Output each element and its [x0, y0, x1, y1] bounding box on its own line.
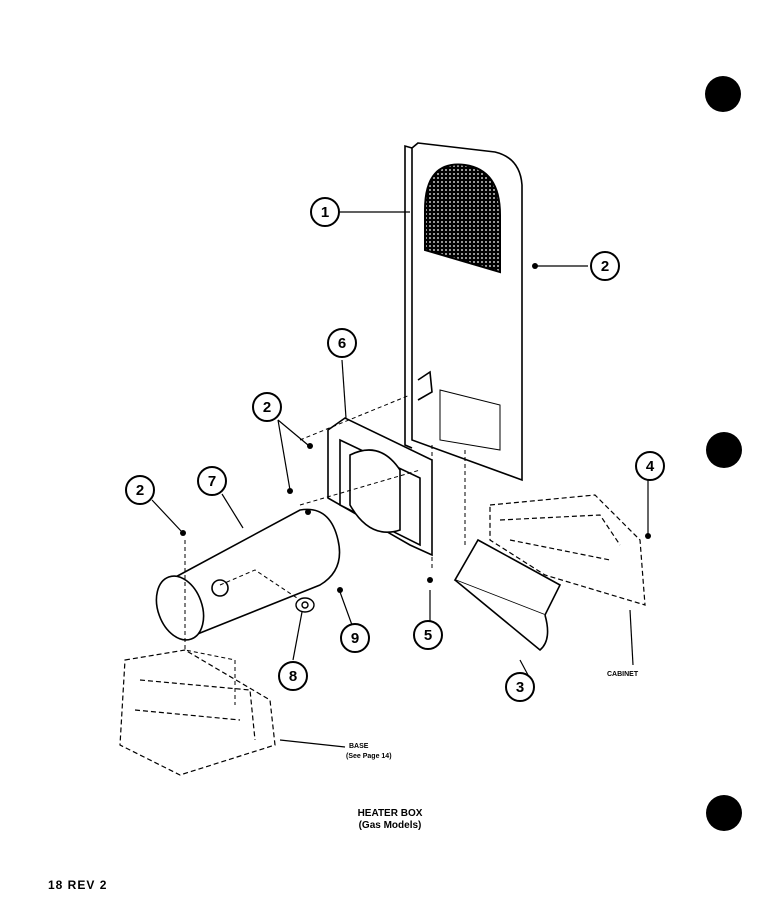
callout-9: 9 — [340, 623, 370, 653]
svg-text:2: 2 — [136, 482, 144, 499]
svg-text:2: 2 — [601, 258, 609, 275]
part-igniter — [295, 597, 315, 613]
callout-2-left: 2 — [125, 475, 155, 505]
callout-8: 8 — [278, 661, 308, 691]
svg-text:7: 7 — [208, 473, 216, 490]
callout-7: 7 — [197, 466, 227, 496]
part-vent-grille — [424, 163, 501, 274]
base-outline — [119, 649, 276, 776]
part-shield — [453, 538, 562, 652]
label-cabinet: CABINET — [607, 671, 639, 678]
label-base: BASE — [349, 743, 369, 750]
svg-text:3: 3 — [516, 679, 524, 696]
assembly-guide-lines — [184, 394, 466, 705]
svg-text:5: 5 — [424, 627, 432, 644]
diagram-caption: HEATER BOX (Gas Models) — [330, 808, 450, 832]
callout-3: 3 — [505, 672, 535, 702]
callout-4: 4 — [635, 451, 665, 481]
callout-2-right: 2 — [590, 251, 620, 281]
screws — [180, 263, 651, 593]
callout-6: 6 — [327, 328, 357, 358]
binder-hole-top — [705, 76, 741, 112]
caption-title: HEATER BOX — [357, 808, 423, 819]
callout-2-mid: 2 — [252, 392, 282, 422]
part-flange — [327, 417, 433, 557]
cabinet-outline — [489, 494, 646, 606]
binder-hole-bottom — [706, 795, 742, 831]
callout-1: 1 — [310, 197, 340, 227]
svg-text:6: 6 — [338, 335, 346, 352]
page-number: 18 REV 2 — [48, 878, 108, 892]
svg-text:4: 4 — [646, 458, 655, 475]
part-burner-tube — [155, 508, 341, 641]
callout-5: 5 — [413, 620, 443, 650]
svg-text:2: 2 — [263, 399, 271, 416]
svg-text:1: 1 — [321, 204, 329, 221]
binder-hole-middle — [706, 432, 742, 468]
leader-lines — [151, 211, 649, 748]
svg-text:8: 8 — [289, 668, 297, 685]
caption-subtitle: (Gas Models) — [358, 820, 422, 831]
svg-text:9: 9 — [351, 630, 359, 647]
label-base-ref: (See Page 14) — [346, 753, 392, 760]
